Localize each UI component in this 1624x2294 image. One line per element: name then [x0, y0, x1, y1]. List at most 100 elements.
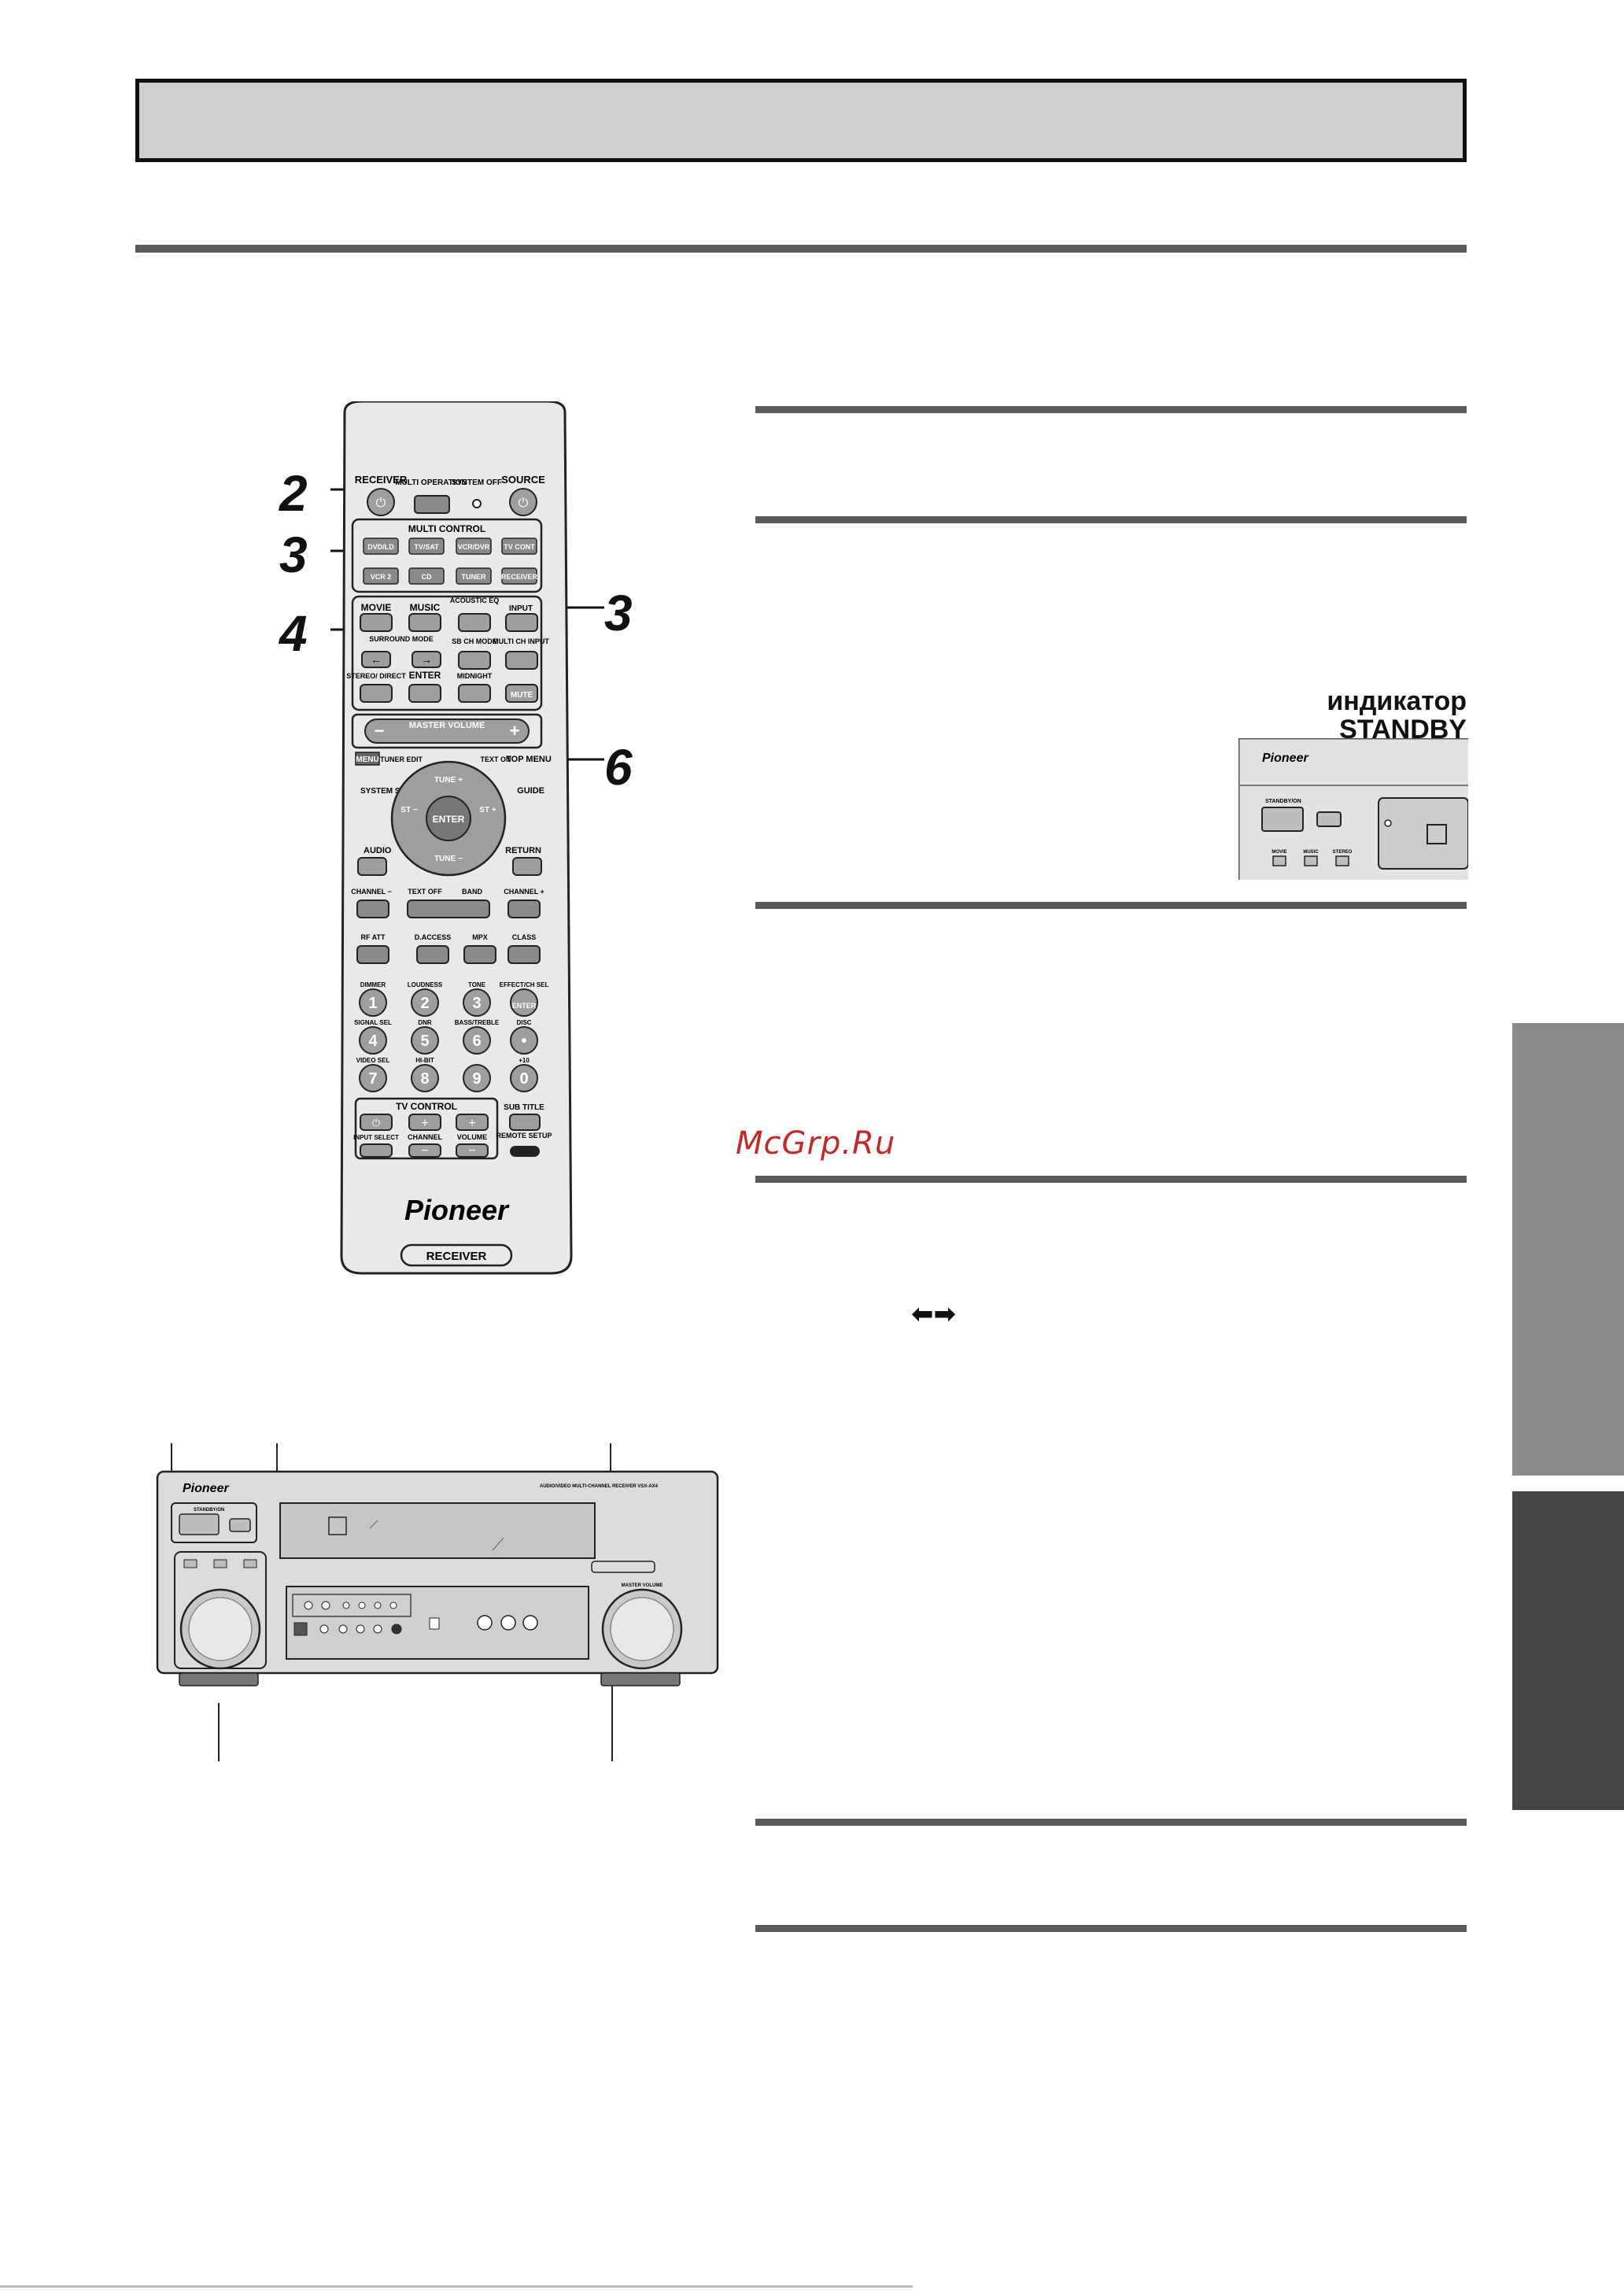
svg-text:ACOUSTIC EQ: ACOUSTIC EQ	[450, 597, 500, 604]
svg-text:ST +: ST +	[479, 806, 496, 815]
svg-text:INPUT: INPUT	[509, 604, 533, 613]
numpad-key	[463, 1064, 491, 1092]
transport-label: CLASS	[512, 933, 537, 941]
side-tab-dark	[1512, 1491, 1624, 1810]
numpad-key-label: 8	[420, 1070, 429, 1088]
mc-button	[501, 537, 537, 555]
remote-control-illustration: RECEIVER ⏻ MULTI OPERATION SYSTEM OFF SO…	[330, 401, 604, 1275]
mc-button	[456, 537, 492, 555]
mc-button	[363, 567, 399, 585]
svg-text:MULTI CH INPUT: MULTI CH INPUT	[493, 637, 549, 645]
numpad-key-label: 1	[368, 995, 377, 1012]
numpad-key-label: 2	[420, 995, 429, 1012]
numpad-key-label: 5	[420, 1032, 429, 1050]
section-rule	[135, 245, 1467, 253]
svg-text:RETURN: RETURN	[505, 846, 541, 855]
transport-button	[507, 945, 541, 964]
callout-3-right: 3	[604, 585, 633, 641]
numpad-label: DISC	[516, 1019, 531, 1026]
svg-text:REMOTE SETUP: REMOTE SETUP	[496, 1132, 552, 1140]
numpad-key	[359, 1064, 387, 1092]
svg-text:+: +	[510, 721, 520, 741]
master-volume-label: MASTER VOLUME	[409, 721, 485, 730]
numpad-key-label: 0	[519, 1070, 528, 1088]
tv-control-title: TV CONTROL	[396, 1101, 457, 1112]
svg-text:STANDBY/ON: STANDBY/ON	[1265, 799, 1301, 804]
svg-text:TEXT ON: TEXT ON	[480, 755, 511, 763]
numpad-key	[359, 988, 387, 1017]
watermark: McGrp.Ru	[736, 1125, 896, 1162]
step-rule-1	[755, 406, 1467, 413]
svg-text:ST −: ST −	[400, 806, 418, 815]
mc-button	[408, 537, 445, 555]
step-rule-2	[755, 516, 1467, 523]
step-rule-5	[755, 1819, 1467, 1826]
section-title-box	[135, 79, 1467, 162]
movie-button	[360, 613, 393, 632]
numpad-label: LOUDNESS	[408, 981, 443, 988]
transport-button	[356, 945, 389, 964]
numpad-key-label: 3	[472, 995, 481, 1012]
svg-text:⏻: ⏻	[519, 497, 529, 510]
transport-label: CHANNEL −	[351, 888, 392, 896]
numpad-label: DNR	[418, 1019, 432, 1026]
receiver-front-panel-illustration: Pioneer AUDIO/VIDEO MULTI-CHANNEL RECEIV…	[156, 1443, 719, 1761]
footer-line	[0, 2285, 913, 2288]
svg-text:−: −	[375, 721, 385, 741]
standby-on-button	[1261, 807, 1304, 832]
input-button	[505, 613, 538, 632]
svg-text:⏻: ⏻	[376, 497, 386, 510]
numpad-key	[463, 1026, 491, 1055]
svg-text:MENU: MENU	[356, 755, 378, 764]
numpad-label: SIGNAL SEL	[354, 1019, 392, 1026]
svg-text:SYSTEM SETUP: SYSTEM SETUP	[360, 787, 422, 796]
acoustic-eq-button	[458, 613, 491, 632]
sb-ch-mode-button	[458, 651, 491, 670]
transport-button	[416, 945, 449, 964]
svg-text:INPUT SELECT: INPUT SELECT	[353, 1134, 399, 1141]
numpad-label: VIDEO SEL	[356, 1057, 390, 1064]
music-button	[408, 613, 441, 632]
mc-button-label: VCR 2	[371, 573, 392, 581]
standby-indicator-label: индикатор STANDBY	[1327, 686, 1467, 744]
multi-ch-input-button	[505, 651, 538, 670]
svg-text:ENTER: ENTER	[433, 814, 465, 825]
svg-text:Pioneer: Pioneer	[1262, 752, 1308, 765]
svg-text:SB CH MODE: SB CH MODE	[452, 637, 497, 645]
svg-text:AUDIO: AUDIO	[364, 846, 392, 855]
svg-text:+: +	[468, 1117, 475, 1130]
transport-label: CHANNEL +	[504, 888, 544, 896]
numpad-label: BASS/TREBLE	[455, 1019, 500, 1026]
step-rule-4	[755, 1176, 1467, 1183]
svg-text:+: +	[421, 1117, 428, 1130]
svg-text:GUIDE: GUIDE	[517, 786, 544, 796]
multi-operation-button	[414, 495, 450, 514]
step-rule-6	[755, 1925, 1467, 1932]
numpad-key	[463, 988, 491, 1017]
transport-label: BAND	[462, 888, 482, 896]
svg-text:STEREO: STEREO	[1333, 850, 1353, 855]
transport-button	[356, 899, 389, 918]
svg-text:MOVIE: MOVIE	[1272, 850, 1286, 855]
svg-text:SURROUND MODE: SURROUND MODE	[369, 635, 434, 643]
numpad-key-label: 4	[368, 1032, 378, 1050]
pioneer-logo: Pioneer	[404, 1194, 510, 1226]
receiver-power-button	[367, 488, 395, 516]
svg-text:TUNER EDIT: TUNER EDIT	[380, 755, 423, 763]
standby-indicator-figure: Pioneer STANDBY/ON MOVIE MUSIC STEREO	[1238, 738, 1468, 880]
svg-text:←: ←	[371, 653, 382, 666]
transport-label: MPX	[472, 933, 488, 941]
svg-text:VOLUME: VOLUME	[457, 1133, 488, 1141]
receiver-label: RECEIVER	[355, 474, 408, 486]
multi-operation-label: MULTI OPERATION	[395, 478, 467, 487]
midnight-button	[458, 684, 491, 703]
nav-enter-button	[426, 796, 471, 841]
mc-button-label: TV CONT	[504, 543, 535, 551]
svg-text:CHANNEL: CHANNEL	[408, 1133, 443, 1141]
mc-button	[408, 567, 445, 585]
numpad-key	[359, 1026, 387, 1055]
numpad-label: HI-BIT	[415, 1057, 434, 1064]
callout-4: 4	[279, 605, 308, 662]
transport-label: TEXT OFF	[408, 888, 442, 896]
system-off-label: SYSTEM OFF	[452, 478, 502, 487]
